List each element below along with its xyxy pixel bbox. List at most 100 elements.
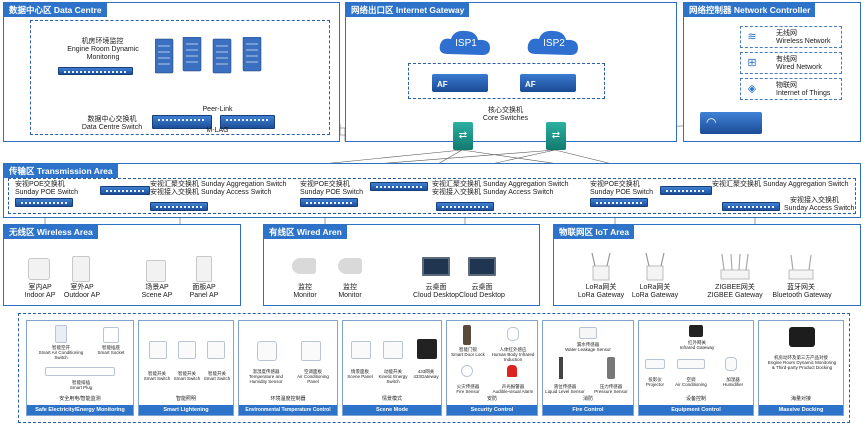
dc-monitor-device bbox=[58, 67, 133, 75]
panel-scene-mode-cn: 情景模式 bbox=[381, 396, 402, 402]
fire-sensor-cn: 火灾传感器 bbox=[456, 384, 480, 389]
cloud-desktop-2-cn: 云桌面 bbox=[471, 284, 493, 291]
smart-switch-3-en: Smart Switch bbox=[203, 376, 231, 381]
temp-humidity-sensor-en: Temperature and Humidity Sensor bbox=[243, 374, 289, 384]
smart-plug-cn: 智能排插 bbox=[72, 380, 90, 385]
humidifier-en: Humidifier bbox=[722, 382, 744, 387]
pressure-sensor-icon bbox=[607, 357, 615, 379]
panel-security-control-cn: 安防 bbox=[486, 396, 497, 402]
infrared-sensor-en-text: Human Body Infrared Induction bbox=[491, 352, 535, 362]
kinetic-switch-en-text: Kinetic Energy Switch bbox=[378, 374, 408, 384]
lora-gateway-2-en: LoRa Gateway bbox=[631, 292, 679, 299]
indoor-ap-en: Indoor AP bbox=[24, 292, 56, 299]
poe-switch-2-en: Sunday POE Switch bbox=[300, 189, 364, 196]
wifi-icon: ≋ bbox=[747, 31, 757, 43]
smart-ac-switch-en: Smart Air Conditioning Switch bbox=[37, 350, 85, 360]
scene-panel-cn: 情景面板 bbox=[351, 369, 369, 374]
kinetic-switch-icon bbox=[383, 341, 403, 359]
cloud-desktop-2-icon bbox=[468, 257, 496, 276]
transmission-inner-frame bbox=[8, 178, 856, 214]
door-lock-icon bbox=[463, 325, 471, 345]
wired-title: 有线区 Wired Aren bbox=[264, 225, 347, 239]
poe-switch-2 bbox=[300, 198, 358, 207]
monitor-1-cn: 监控 bbox=[298, 284, 312, 291]
panel-massive-docking: 机房动环及第三方产品对接 Engine Room Dynamic Monitor… bbox=[758, 320, 844, 416]
alarm-icon bbox=[507, 365, 517, 377]
kinetic-switch-en: Kinetic Energy Switch bbox=[377, 374, 409, 384]
bluetooth-gateway-cn: 蓝牙网关 bbox=[787, 284, 815, 291]
poe-switch-1 bbox=[15, 198, 73, 207]
infrared-gateway-icon bbox=[689, 325, 703, 337]
cloud-desktop-1-cn: 云桌面 bbox=[425, 284, 447, 291]
infrared-gateway-en: Infrared Gateway bbox=[679, 345, 715, 350]
smart-switch-1-en: Smart Switch bbox=[143, 376, 171, 381]
bluetooth-gateway-en: Bluetooth Gateway bbox=[772, 292, 832, 299]
af-frame bbox=[408, 63, 605, 99]
panel-safe-electricity-title: Safe Electricity/Energy Monitoring bbox=[27, 405, 133, 415]
smart-switch-3-cn: 智能开关 bbox=[208, 371, 226, 376]
panel-massive-docking-title: Massive Docking bbox=[759, 405, 843, 415]
panel-smart-lighting: 智能开关 Smart Switch 智能开关 Smart Switch 智能开关… bbox=[138, 320, 234, 416]
infrared-sensor-en: Human Body Infrared Induction bbox=[491, 352, 535, 362]
fire-sensor-en: Fire Sensor bbox=[456, 389, 480, 394]
core-switch-label-cn: 核心交换机 bbox=[488, 107, 523, 114]
controller-wired-row: ⊞ 有线网 Wired Network bbox=[740, 52, 842, 74]
controller-iot-en: Internet of Things bbox=[776, 90, 831, 97]
iot-title: 物联网区 IoT Area bbox=[554, 225, 635, 239]
panel-scene-mode: 情景面板 Scene Panel 动能开关 Kinetic Energy Swi… bbox=[342, 320, 442, 416]
poe-switch-3-en: Sunday POE Switch bbox=[590, 189, 654, 196]
smart-ac-switch-icon bbox=[55, 325, 67, 343]
panel-ap-cn: 面板AP bbox=[192, 284, 216, 291]
controller-wireless-en: Wireless Network bbox=[776, 38, 831, 45]
scene-ap-en: Scene AP bbox=[141, 292, 173, 299]
acc-switch-1-label: 安视接入交换机 Sunday Access Switch bbox=[150, 189, 272, 196]
liquid-level-sensor-cn: 液位传感器 bbox=[553, 384, 577, 389]
server-rack-icons bbox=[155, 37, 262, 74]
af-firewall-2: AF bbox=[520, 74, 576, 92]
gateway-433-en: 433Gateway bbox=[413, 374, 439, 379]
cloud-isp1-icon bbox=[439, 30, 490, 55]
zigbee-gateway-icon bbox=[720, 253, 750, 280]
alarm-en: Audible-visual Alarm bbox=[492, 389, 534, 394]
acc-switch-2 bbox=[436, 202, 494, 211]
door-lock-en: Smart Door Lock bbox=[451, 352, 485, 357]
poe-switch-2-cn: 安视POE交换机 bbox=[300, 181, 350, 188]
scene-ap-icon bbox=[146, 260, 166, 282]
gateway-433-cn: 433网关 bbox=[417, 369, 435, 374]
acc-switch-3-en: Sunday Access Switch bbox=[784, 205, 855, 212]
smart-ac-switch-en-text: Smart Air Conditioning Switch bbox=[38, 350, 84, 360]
dc-monitor-label-cn: 机房环境监控 bbox=[81, 38, 124, 45]
controller-iot-cn: 物联网 bbox=[776, 82, 797, 89]
controller-wifi-icon: ◠ bbox=[706, 115, 717, 129]
indoor-ap-icon bbox=[28, 258, 50, 280]
lora-gateway-2-icon bbox=[645, 252, 665, 281]
panel-fire-control-title: Fire Control bbox=[543, 405, 633, 415]
monitor-1-en: Monitor bbox=[293, 292, 317, 299]
humidifier-icon bbox=[725, 357, 737, 371]
smart-switch-3-icon bbox=[207, 341, 225, 359]
agg-switch-2-label: 安视汇聚交换机 Sunday Aggregation Switch bbox=[432, 181, 569, 188]
camera-2-icon bbox=[338, 258, 362, 274]
internet-gateway-zone: 网络出口区 Internet Gateway bbox=[345, 2, 677, 142]
alarm-cn: 声光报警器 bbox=[501, 384, 525, 389]
water-leak-sensor-en: Water Leakage Sensor bbox=[565, 347, 611, 352]
panel-environment-temperature-cn: 环境温度控制器 bbox=[270, 396, 306, 402]
panel-massive-docking-cn: 海量对接 bbox=[790, 396, 811, 402]
camera-1-icon bbox=[292, 258, 316, 274]
panel-safe-electricity-cn: 安全用电/智能监测 bbox=[59, 396, 101, 402]
panel-scene-mode-title: Scene Mode bbox=[343, 405, 441, 415]
scene-panel-icon bbox=[351, 341, 371, 359]
panel-environment-temperature-title: Environmental Temperature Control bbox=[239, 405, 337, 415]
isp2-label: ISP2 bbox=[543, 38, 565, 49]
ac-panel-icon bbox=[301, 341, 321, 361]
air-conditioning-en: Air Conditioning bbox=[675, 382, 707, 387]
smart-socket-cn: 智能插座 bbox=[102, 345, 120, 350]
agg-switch-2 bbox=[370, 182, 428, 191]
docking-device-icon bbox=[789, 327, 815, 347]
acc-switch-3 bbox=[722, 202, 780, 211]
indoor-ap-cn: 室内AP bbox=[28, 284, 52, 291]
panel-ap-en: Panel AP bbox=[189, 292, 219, 299]
data-centre-title: 数据中心区 Data Centre bbox=[4, 3, 107, 17]
wired-network-icon: ⊞ bbox=[747, 57, 757, 69]
zigbee-gateway-en: ZIGBEE Gateway bbox=[707, 292, 763, 299]
